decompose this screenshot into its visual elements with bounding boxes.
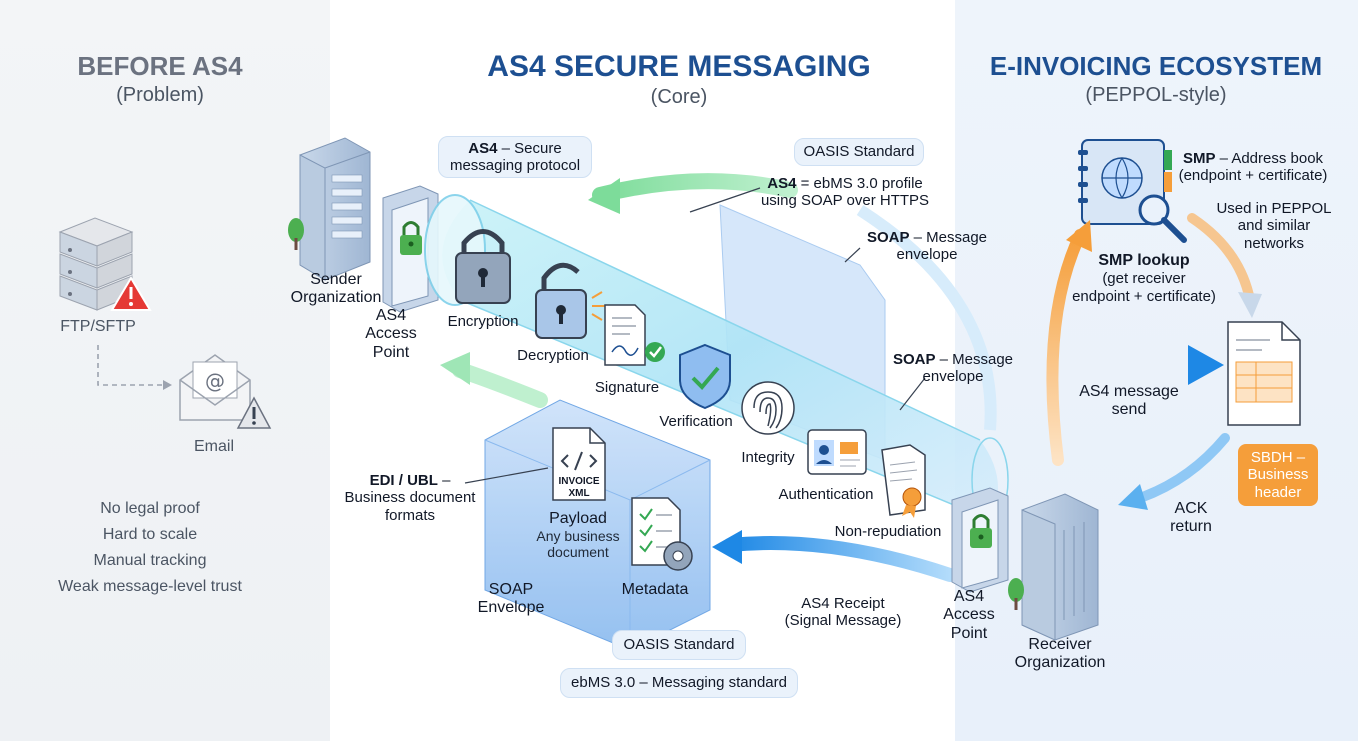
- soap-envelope-top-label: SOAP – Message envelope: [866, 229, 988, 264]
- problem-2: Hard to scale: [102, 526, 198, 543]
- authentication-idcard-icon: [807, 429, 867, 475]
- core-title: AS4 SECURE MESSAGING: [487, 50, 871, 83]
- email-envelope-icon: @: [179, 354, 251, 421]
- problem-3: Manual tracking: [93, 552, 207, 569]
- smp-address-book-icon: [1078, 139, 1187, 243]
- smp-lookup-label: SMP lookup (get receiver endpoint + cert…: [1072, 252, 1216, 305]
- before-title: BEFORE AS4: [77, 51, 243, 81]
- feature-encryption: Encryption: [447, 313, 519, 330]
- ftp-server-icon: [58, 217, 134, 311]
- feature-verification: Verification: [659, 413, 733, 430]
- feature-authentication: Authentication: [778, 486, 874, 503]
- metadata-checklist-icon: [631, 497, 693, 571]
- problem-1: No legal proof: [100, 500, 200, 517]
- eco-subtitle: (PEPPOL-style): [1085, 84, 1227, 106]
- problem-4: Weak message-level trust: [58, 578, 242, 595]
- before-panel: [0, 0, 330, 741]
- encryption-lock-icon: [455, 229, 511, 304]
- integrity-fingerprint-icon: [741, 381, 795, 435]
- receiver-building-icon: [1008, 493, 1099, 641]
- smp-address-book-label: SMP – Address book (endpoint + certifica…: [1178, 150, 1328, 185]
- before-subtitle: (Problem): [116, 84, 204, 106]
- email-label: Email: [193, 438, 234, 455]
- soap-envelope-mid-label: SOAP – Message envelope: [892, 351, 1014, 386]
- invoice-xml-tag: INVOICE XML: [558, 476, 600, 499]
- metadata-label: Metadata: [621, 581, 689, 598]
- warning-icon: [110, 276, 152, 311]
- sender-ap-label: AS4 Access Point: [365, 307, 417, 361]
- soap-envelope-box: [484, 399, 711, 651]
- edi-ubl-label: EDI / UBL – Business document formats: [344, 472, 476, 524]
- receiver-org-label: Receiver Organization: [1014, 636, 1106, 672]
- ftp-label: FTP/SFTP: [60, 318, 136, 335]
- eco-title: E-INVOICING ECOSYSTEM: [989, 51, 1323, 81]
- decryption-unlock-icon: [535, 262, 606, 339]
- soap-envelope-label: SOAP Envelope: [477, 581, 545, 617]
- invoice-xml-document-icon: [552, 427, 606, 501]
- core-subtitle: (Core): [650, 86, 708, 108]
- sender-building-icon: [288, 137, 371, 281]
- ack-return-label: ACK return: [1170, 500, 1212, 536]
- sender-org-label: Sender Organization: [290, 271, 382, 307]
- oasis-standard-bottom-pill: OASIS Standard: [612, 630, 746, 660]
- signature-document-icon: [604, 304, 665, 366]
- oasis-standard-top-pill: OASIS Standard: [794, 138, 924, 166]
- feature-decryption: Decryption: [517, 347, 589, 364]
- feature-non-repudiation: Non-repudiation: [834, 523, 942, 540]
- used-in-peppol-label: Used in PEPPOL and similar networks: [1216, 200, 1332, 252]
- as4-receipt-label: AS4 Receipt (Signal Message): [784, 595, 902, 630]
- receiver-ap-label: AS4 Access Point: [943, 588, 995, 642]
- sbdh-invoice-sheet-icon: [1227, 321, 1301, 426]
- feature-signature: Signature: [594, 379, 660, 396]
- feature-integrity: Integrity: [741, 449, 795, 466]
- receiver-access-point-icon: [951, 487, 1009, 593]
- warning-gray-icon: [236, 396, 272, 429]
- verification-shield-icon: [679, 343, 731, 410]
- sender-access-point-icon: [382, 185, 439, 313]
- sbdh-business-header-badge: SBDH – Business header: [1238, 444, 1318, 506]
- as4-profile-label: AS4 = ebMS 3.0 profile using SOAP over H…: [760, 175, 930, 210]
- payload-label: Payload Any business document: [536, 510, 620, 561]
- as4-message-send-label: AS4 message send: [1079, 383, 1179, 419]
- svg-text:@: @: [205, 369, 225, 393]
- ebms-pill: ebMS 3.0 – Messaging standard: [560, 668, 798, 698]
- non-repudiation-certificate-icon: [881, 444, 926, 518]
- as4-protocol-pill: AS4 – Secure messaging protocol: [438, 136, 592, 178]
